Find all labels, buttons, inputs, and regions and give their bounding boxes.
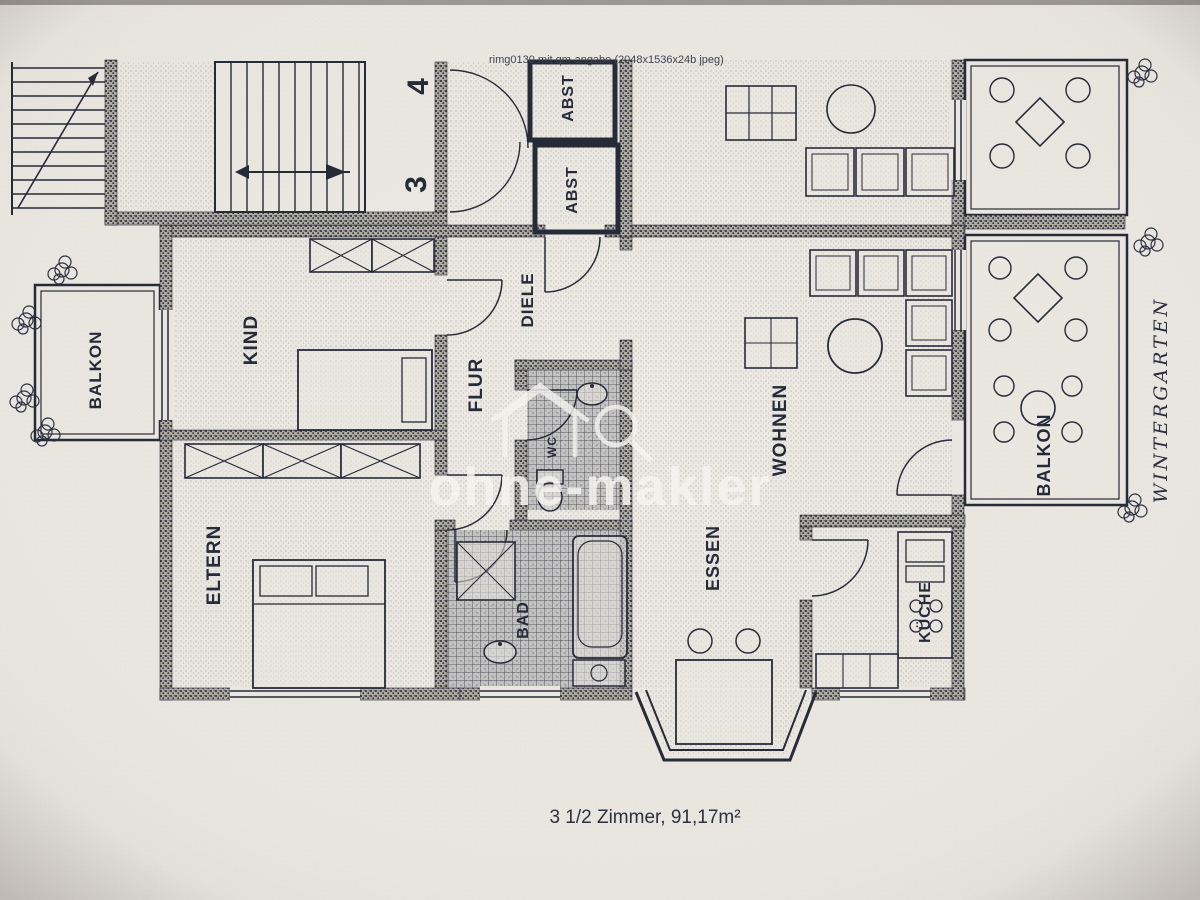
photo-top-edge [0, 0, 1200, 5]
